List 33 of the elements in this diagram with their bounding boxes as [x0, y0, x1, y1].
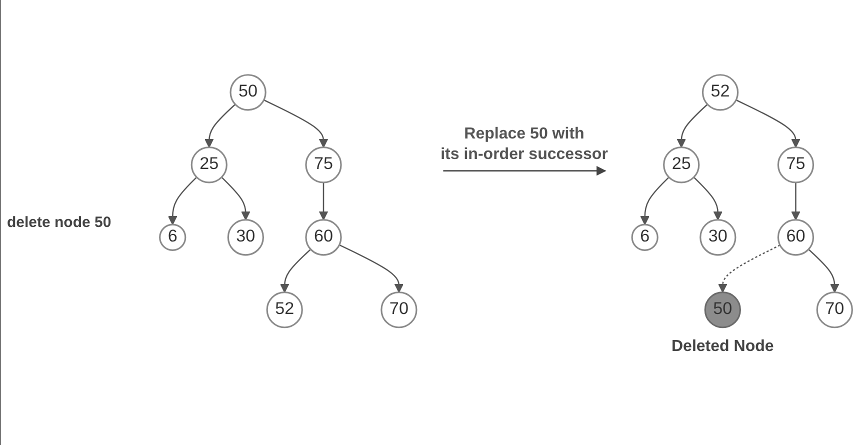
- arrow: [676, 104, 708, 148]
- tree-node-circle: 75: [777, 146, 814, 184]
- tree-node-circle: 6: [631, 224, 658, 251]
- arrow-label: Replace 50 with its in-order successor: [440, 124, 608, 164]
- tree-node-circle: 25: [190, 146, 228, 184]
- arrow: [318, 182, 328, 220]
- tree-node-circle: 52: [266, 292, 303, 328]
- tree-node-circle: 70: [816, 292, 853, 328]
- tree-node-circle: 75: [305, 146, 342, 184]
- caption-text: delete node 50: [7, 214, 112, 230]
- arrow: [640, 176, 670, 225]
- tree-node-circle: 60: [305, 219, 342, 256]
- arrow: [204, 104, 236, 148]
- dashed-arrow: [718, 244, 780, 293]
- arrow: [280, 248, 312, 293]
- arrow: [339, 244, 404, 293]
- tree-node-circle: 30: [227, 219, 264, 256]
- arrow: [693, 176, 723, 220]
- arrow: [736, 99, 800, 148]
- tree-node-circle: 25: [663, 146, 700, 184]
- tree-node-circle: 70: [380, 292, 418, 328]
- arrow: [221, 176, 250, 220]
- tree-node-circle: 30: [700, 219, 736, 256]
- arrow: [264, 99, 328, 148]
- tree-node-circle: 6: [159, 224, 186, 251]
- tree-node-circle: 60: [777, 219, 814, 256]
- arrow: [791, 182, 800, 220]
- node-caption: Deleted Node: [671, 336, 774, 355]
- tree-node-circle: 52: [702, 74, 739, 111]
- tree-node-circle: 50: [704, 292, 741, 328]
- arrow: [808, 248, 840, 293]
- tree-node-circle: 50: [230, 74, 266, 111]
- arrow: [168, 176, 198, 225]
